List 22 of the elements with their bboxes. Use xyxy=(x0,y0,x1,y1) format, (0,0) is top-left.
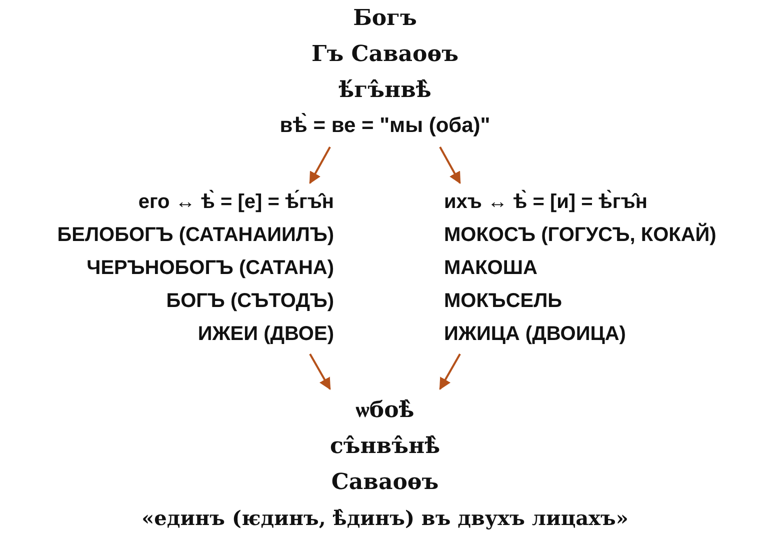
arrow xyxy=(309,354,331,390)
text-line: съ̂нвъ̂нѣ̀ xyxy=(328,432,442,461)
arrow xyxy=(439,354,461,390)
heading-text: его ↔ ѣ̀ = [е] = ѣ́гъ̂н xyxy=(137,188,334,215)
text-line: ИЖЕИ (ДВОЕ) xyxy=(196,322,334,347)
text-line: Саваоѳъ xyxy=(330,468,440,497)
text-line: ѣ́гъ̂нвѣ̀ xyxy=(338,76,432,105)
text-line: БОГЪ (СЪТОДЪ) xyxy=(165,289,334,314)
text-line: МАКОША xyxy=(444,256,538,281)
text-line: вѣ̀ = ве = "мы (оба)" xyxy=(278,112,492,139)
text-line: Гъ Саваоѳъ xyxy=(310,40,460,69)
text-line: ЧЕРЪНОБОГЪ (САТАНА) xyxy=(86,256,334,281)
arrow xyxy=(439,146,461,184)
heading-text: ѡбоѣ̀ xyxy=(354,396,416,425)
text-line: «единъ (ѥдинъ, ѣ̀динъ) въ двухъ лицахъ» xyxy=(140,505,630,532)
text-line: ИЖИЦА (ДВОИЦА) xyxy=(444,322,627,347)
heading-text: Богъ xyxy=(352,4,418,33)
text-line: МОКОСЪ (ГОГУСЪ, КОКАЙ) xyxy=(444,222,718,248)
text-line: МОКЪСЕЛЬ xyxy=(444,289,564,314)
text-line: БЕЛОБОГЪ (САТАНАИИЛЪ) xyxy=(56,223,334,248)
arrow xyxy=(309,146,331,184)
heading-text: ихъ ↔ ѣ̀ = [и] = ѣ̀гъ̂н xyxy=(444,188,648,215)
